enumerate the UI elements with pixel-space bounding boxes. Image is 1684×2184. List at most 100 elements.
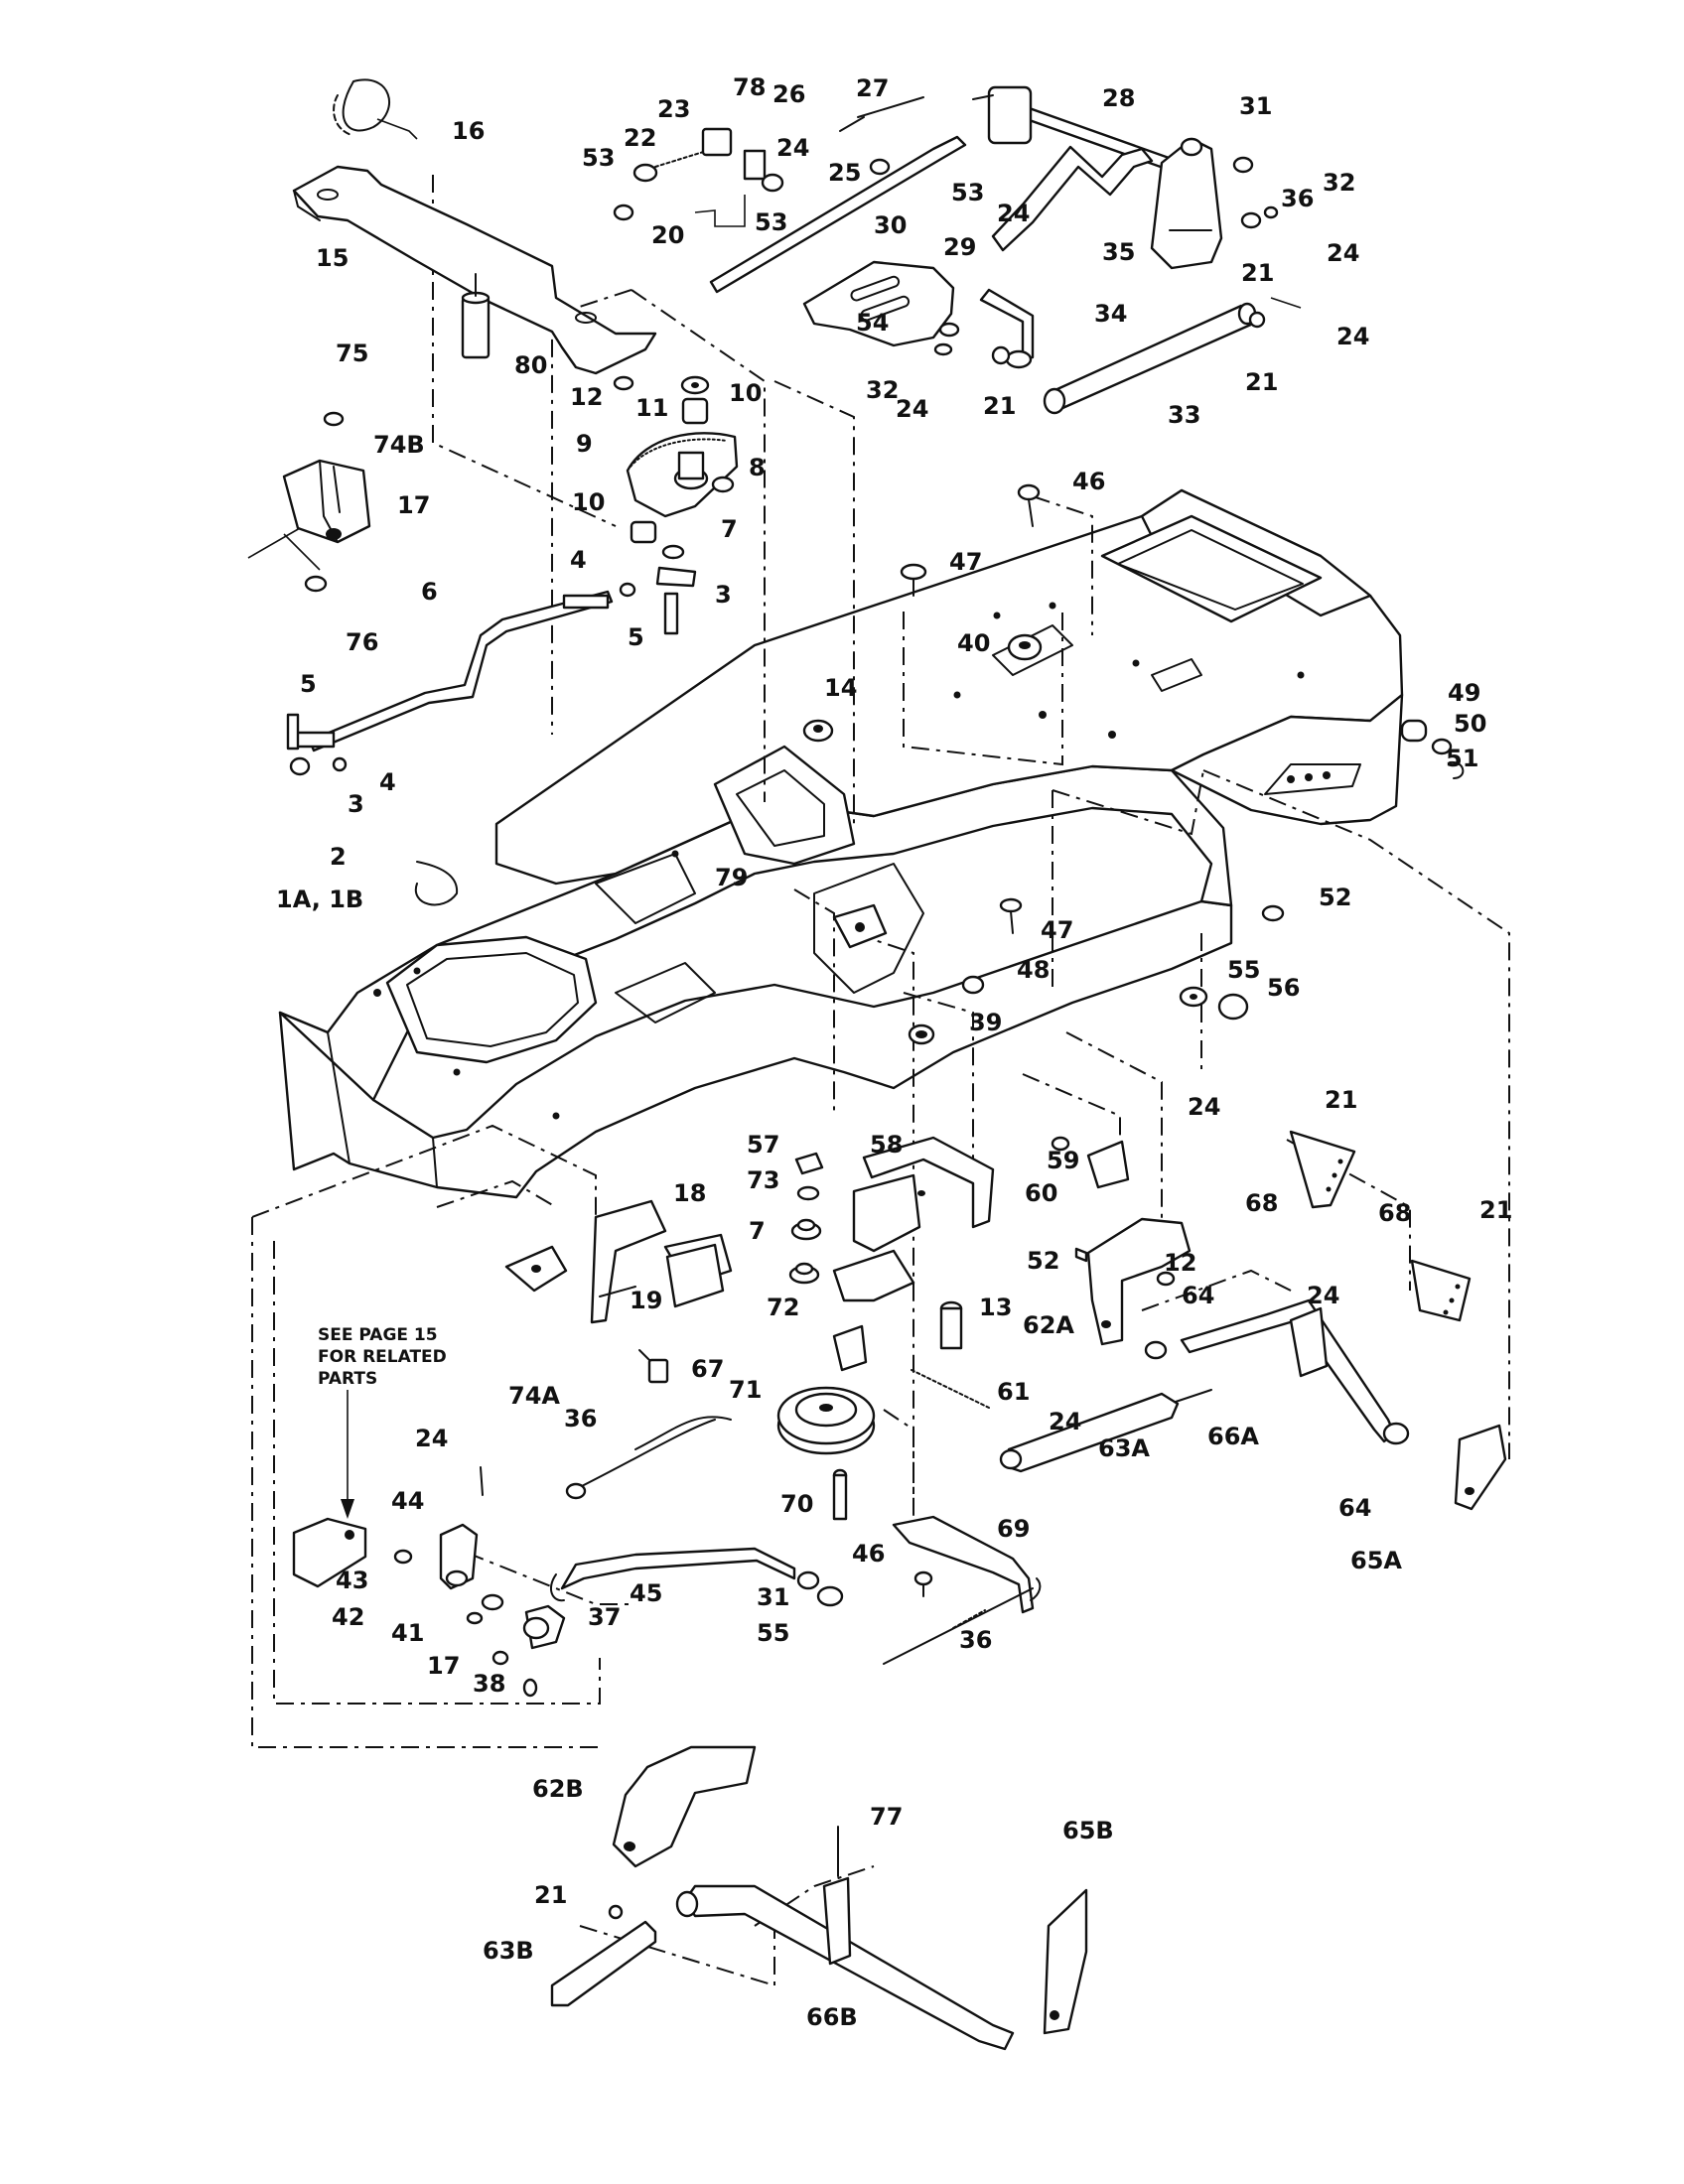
bracket-74B — [247, 411, 371, 593]
callout-40: 40 — [957, 629, 990, 657]
callout-61: 61 — [997, 1378, 1030, 1406]
bracket-58 — [832, 1136, 995, 1302]
washers-10-11 — [630, 375, 710, 544]
callout-76: 76 — [346, 628, 378, 656]
arm-63A — [999, 1389, 1212, 1473]
callout-9: 9 — [576, 430, 593, 458]
pivot-parts-3-4-5-7 — [619, 544, 697, 635]
callout-66B: 66B — [806, 2003, 858, 2031]
nut-12 — [613, 375, 634, 391]
callout-13: 13 — [979, 1294, 1012, 1321]
callout-38: 38 — [473, 1670, 505, 1698]
callout-54: 54 — [856, 309, 889, 337]
bolt-67 — [638, 1349, 669, 1384]
callout-60: 60 — [1025, 1179, 1057, 1207]
note-line-3: PARTS — [318, 1369, 377, 1389]
callout-46: 46 — [852, 1540, 885, 1568]
link-19 — [665, 1243, 725, 1308]
callout-17: 17 — [427, 1652, 460, 1680]
plate-65A — [1454, 1424, 1507, 1511]
callout-24: 24 — [1188, 1093, 1220, 1121]
callout-72: 72 — [767, 1294, 799, 1321]
callout-4: 4 — [379, 768, 396, 796]
callout-53: 53 — [582, 144, 615, 172]
callout-24: 24 — [997, 200, 1030, 227]
tube-33 — [1043, 297, 1302, 415]
callout-39: 39 — [969, 1009, 1002, 1036]
callout-57: 57 — [747, 1131, 779, 1159]
callout-23: 23 — [657, 95, 690, 123]
callout-52: 52 — [1027, 1247, 1059, 1275]
callout-74B: 74B — [373, 431, 425, 459]
plates-68 — [1289, 1130, 1472, 1322]
callout-5: 5 — [628, 623, 644, 651]
nut-40 — [1007, 633, 1043, 661]
callout-77: 77 — [870, 1803, 903, 1831]
nut-8 — [711, 476, 735, 493]
rod-36-lower — [883, 1587, 1034, 1665]
plate-related-parts — [292, 1517, 367, 1588]
bolt-47 — [900, 563, 1023, 934]
callout-68: 68 — [1378, 1199, 1411, 1227]
rod-6 — [286, 590, 614, 776]
washer-79 — [832, 903, 888, 949]
callout-17: 17 — [397, 491, 430, 519]
bolt-13 — [939, 1300, 963, 1350]
callout-8: 8 — [749, 454, 766, 481]
callout-12: 12 — [1164, 1249, 1196, 1277]
callout-73: 73 — [747, 1166, 779, 1194]
callout-4: 4 — [570, 546, 587, 574]
callout-21: 21 — [1245, 368, 1278, 396]
callout-21: 21 — [534, 1881, 567, 1909]
callout-65A: 65A — [1350, 1547, 1402, 1574]
note-line-1: SEE PAGE 15 — [318, 1325, 438, 1345]
callout-75: 75 — [336, 340, 368, 367]
rod-45 — [549, 1547, 796, 1602]
callout-15: 15 — [316, 244, 349, 272]
callout-31: 31 — [757, 1583, 789, 1611]
callout-49: 49 — [1448, 679, 1480, 707]
rod-35 — [991, 145, 1154, 252]
callout-45: 45 — [630, 1579, 662, 1607]
bracket-44 — [439, 1466, 484, 1590]
callout-71: 71 — [729, 1376, 762, 1404]
callout-34: 34 — [1094, 300, 1127, 328]
callout-24: 24 — [1307, 1282, 1339, 1309]
callout-80: 80 — [514, 351, 547, 379]
bracket-15 — [292, 165, 657, 375]
callout-3: 3 — [348, 790, 364, 818]
callout-11: 11 — [635, 394, 668, 422]
callout-67: 67 — [691, 1355, 724, 1383]
callout-26: 26 — [772, 80, 805, 108]
callout-58: 58 — [870, 1131, 903, 1159]
bracket-72 — [832, 1324, 868, 1372]
callout-44: 44 — [391, 1487, 424, 1515]
callout-66A: 66A — [1207, 1423, 1259, 1450]
pulley-71 — [776, 1386, 876, 1455]
arm-34 — [979, 288, 1035, 369]
callout-24: 24 — [415, 1425, 448, 1452]
callout-36: 36 — [1281, 185, 1314, 212]
washers-57-73-7 — [788, 1152, 824, 1285]
bracket-69 — [892, 1515, 1042, 1614]
callout-59: 59 — [1047, 1147, 1079, 1174]
callout-35: 35 — [1102, 238, 1135, 266]
clip-2 — [414, 861, 459, 906]
callout-22: 22 — [624, 124, 656, 152]
callout-28: 28 — [1102, 84, 1135, 112]
callout-24: 24 — [1336, 323, 1369, 350]
related-parts-note: SEE PAGE 15 FOR RELATED PARTS — [318, 1325, 447, 1519]
hardware-49-50-51 — [1400, 719, 1465, 779]
callout-64: 64 — [1182, 1282, 1214, 1309]
washers-31-55 — [796, 1570, 844, 1607]
arm-37 — [491, 1604, 566, 1698]
callout-47: 47 — [1041, 916, 1073, 944]
callout-65B: 65B — [1062, 1817, 1114, 1844]
bolt-46 — [1017, 483, 1041, 527]
plate-74A — [504, 1245, 568, 1293]
callout-3: 3 — [715, 581, 732, 609]
callout-42: 42 — [332, 1603, 364, 1631]
callout-79: 79 — [715, 864, 748, 891]
